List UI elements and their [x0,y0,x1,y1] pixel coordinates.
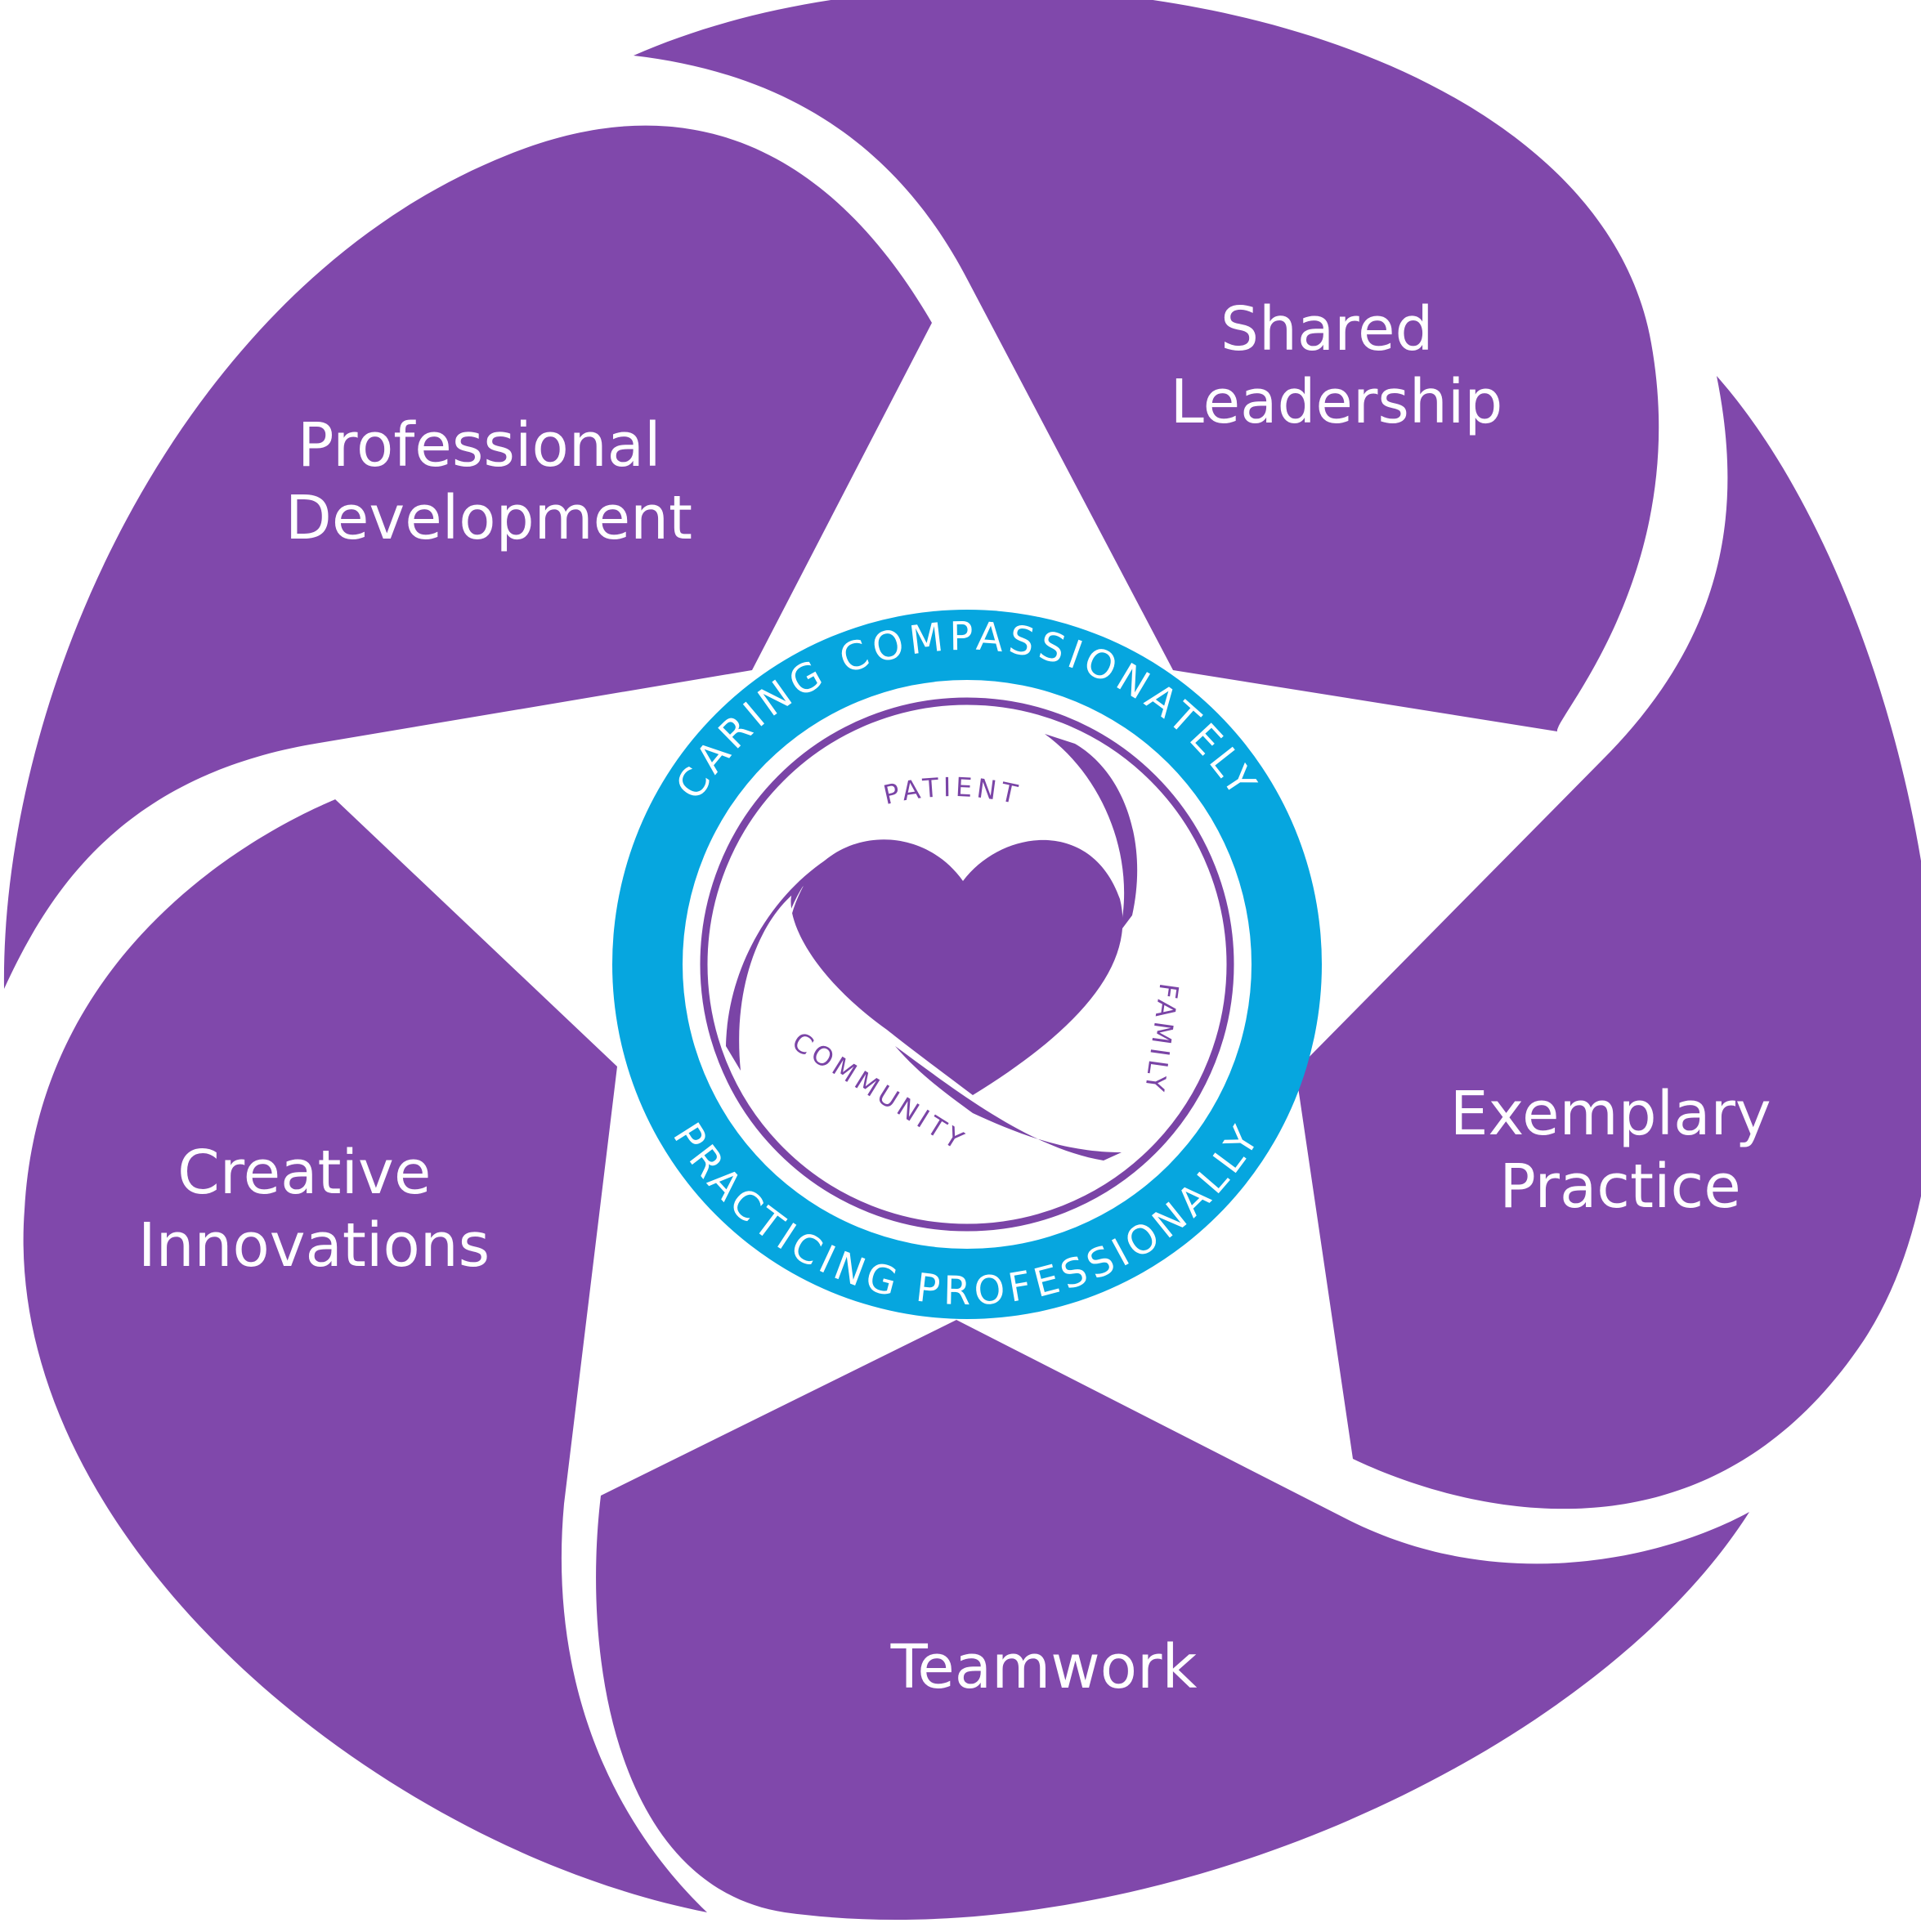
label-exemplary-practice: Exemplary Practice [1450,1079,1791,1222]
petal-labels: Professional Development Shared Leadersh… [138,294,1791,1702]
label-creative-innovations: Creative Innovations [138,1138,490,1281]
petal-shared-leadership [634,0,1659,731]
label-professional-development: Professional Development [285,410,692,553]
label-shared-leadership: Shared Leadership [1171,294,1503,437]
center-emblem: CARING COMPASSIONATELY PRACTICING PROFES… [612,610,1322,1319]
petal-professional-development [3,125,932,989]
label-teamwork: Teamwork [890,1632,1198,1702]
petal-exemplary-practice [1296,376,1921,1509]
heart-icon [726,734,1138,1170]
petals-group [3,0,1921,1920]
inner-purple-circle [700,697,1234,1232]
petal-creative-innovations [23,799,707,1912]
petal-teamwork [596,1320,1750,1920]
